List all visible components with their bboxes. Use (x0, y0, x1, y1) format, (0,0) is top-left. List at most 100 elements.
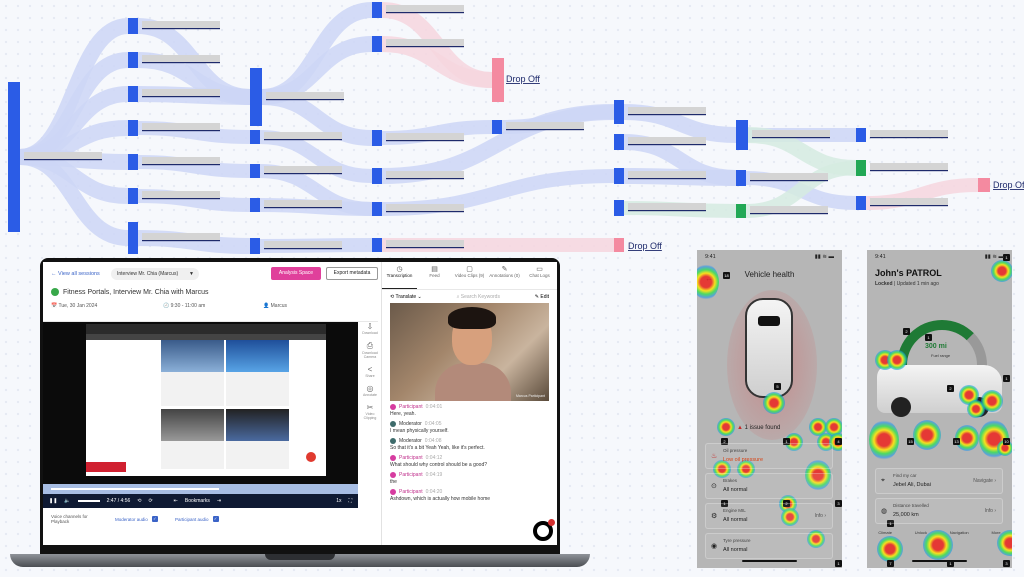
row-value: 25,000 km (893, 512, 919, 518)
moderator-audio-toggle[interactable]: Moderator audio✓ (115, 516, 158, 522)
sankey-node[interactable] (128, 18, 138, 34)
nav-unlock[interactable]: Unlock (915, 530, 927, 535)
bookmarks-label[interactable]: Bookmarks (184, 498, 210, 504)
annotation-icon: ✎ (501, 266, 508, 273)
tab-feed[interactable]: ▤Feed (417, 262, 452, 289)
sankey-node[interactable] (736, 120, 748, 150)
sankey-node[interactable] (736, 204, 746, 218)
rewind-icon[interactable]: ⟲ (137, 498, 142, 504)
sankey-node[interactable] (372, 168, 382, 184)
sankey-node[interactable] (372, 36, 382, 52)
sankey-node[interactable] (492, 58, 504, 102)
screen-recording-video[interactable] (43, 322, 358, 484)
share-button[interactable]: <Share (359, 365, 381, 378)
sankey-node[interactable] (614, 168, 624, 184)
sankey-node[interactable] (614, 134, 624, 150)
sankey-node[interactable] (128, 188, 138, 204)
tab-annotations[interactable]: ✎Annotations (0) (487, 262, 522, 289)
back-link[interactable]: ← View all sessions (51, 271, 100, 277)
session-select[interactable]: Interview Mr. Chia (Marcus)▼ (111, 268, 199, 280)
sankey-node[interactable] (372, 238, 382, 252)
tab-video-clips[interactable]: ▢Video Clips (9) (452, 262, 487, 289)
sankey-node[interactable] (250, 164, 260, 178)
nav-climate[interactable]: Climate (878, 530, 892, 535)
participant-audio-toggle[interactable]: Participant audio✓ (175, 516, 219, 522)
tool-label: Share (365, 374, 375, 378)
node-label-underline (264, 173, 342, 175)
sankey-node[interactable] (736, 170, 746, 186)
forward-icon[interactable]: ⟳ (148, 498, 153, 504)
sankey-node[interactable] (128, 86, 138, 102)
sankey-node[interactable] (250, 198, 260, 212)
sankey-node[interactable] (372, 2, 382, 18)
checkbox-checked-icon[interactable]: ✓ (151, 516, 158, 522)
navigate-link[interactable]: Navigate › (973, 478, 996, 484)
brake-icon: ⊙ (711, 483, 717, 490)
fullscreen-icon[interactable]: ⛶ (348, 498, 352, 504)
clock-icon: ◷ (396, 266, 403, 273)
checkbox-checked-icon[interactable]: ✓ (212, 516, 219, 522)
sankey-node[interactable] (372, 130, 382, 146)
sankey-node[interactable] (856, 160, 866, 176)
search-keywords-input[interactable]: ⌕ Search Keywords (456, 293, 500, 300)
sankey-node[interactable] (856, 128, 866, 142)
sankey-node[interactable] (372, 202, 382, 216)
tab-transcription[interactable]: ◷Transcription (382, 262, 417, 289)
volume-slider[interactable] (77, 500, 100, 502)
redacted-node-label (750, 173, 828, 180)
sankey-node[interactable] (856, 196, 866, 210)
sankey-node[interactable] (250, 130, 260, 144)
sankey-node[interactable] (614, 100, 624, 124)
volume-icon[interactable]: 🔈 (64, 498, 71, 504)
translate-dropdown[interactable]: ⟲ Translate ⌄ (390, 293, 422, 300)
row-value: All normal (723, 487, 748, 493)
download-camera-button[interactable]: ⎙Download Camera (359, 341, 381, 359)
bottom-nav: Climate Unlock Navigation More (867, 530, 1012, 535)
timeline-track[interactable] (43, 484, 358, 494)
sankey-node[interactable] (128, 222, 138, 254)
signal-battery-icon: ▮▮ ≋ ▬ (984, 254, 1004, 260)
nav-more[interactable]: More (991, 530, 1000, 535)
nav-navigation[interactable]: Navigation (950, 530, 969, 535)
sankey-node[interactable] (250, 238, 260, 254)
node-label-underline (142, 198, 220, 200)
info-link[interactable]: Info › (984, 508, 996, 514)
info-link[interactable]: Info › (814, 513, 826, 519)
download-button[interactable]: ⇩Download (359, 322, 381, 335)
session-time-text: 9:30 - 11:00 am (170, 303, 206, 309)
export-metadata-button[interactable]: Export metadata (326, 267, 378, 280)
prev-bookmark-icon[interactable]: ⇤ (173, 498, 178, 504)
sankey-node[interactable] (128, 52, 138, 68)
next-bookmark-icon[interactable]: ⇥ (216, 498, 222, 504)
annotate-button[interactable]: ◎Annotate (359, 384, 381, 397)
edit-button[interactable]: ✎ Edit (534, 293, 549, 300)
chat-button[interactable] (533, 519, 555, 541)
updated-status: | Updated 1 min ago (893, 281, 939, 287)
sankey-node[interactable] (614, 200, 624, 216)
sankey-node[interactable] (614, 238, 624, 252)
sankey-node[interactable] (492, 120, 502, 134)
pause-icon[interactable]: ❚❚ (49, 498, 58, 504)
tab-chat-logs[interactable]: ▭Chat Logs (522, 262, 557, 289)
participant-avatar-icon (390, 455, 396, 461)
sankey-node[interactable] (128, 120, 138, 136)
participant-avatar-icon (390, 472, 396, 478)
sankey-node[interactable] (978, 178, 990, 192)
playback-speed[interactable]: 1x (336, 498, 342, 504)
session-select-value: Interview Mr. Chia (Marcus) (117, 271, 179, 277)
sankey-node[interactable] (128, 154, 138, 170)
info-label: Navigate (973, 478, 993, 484)
video-clipping-button[interactable]: ✂Video Clipping (359, 403, 381, 420)
analysis-space-button[interactable]: Analysis Space (271, 267, 321, 280)
sankey-node[interactable] (250, 68, 262, 126)
sankey-node[interactable] (8, 82, 20, 232)
